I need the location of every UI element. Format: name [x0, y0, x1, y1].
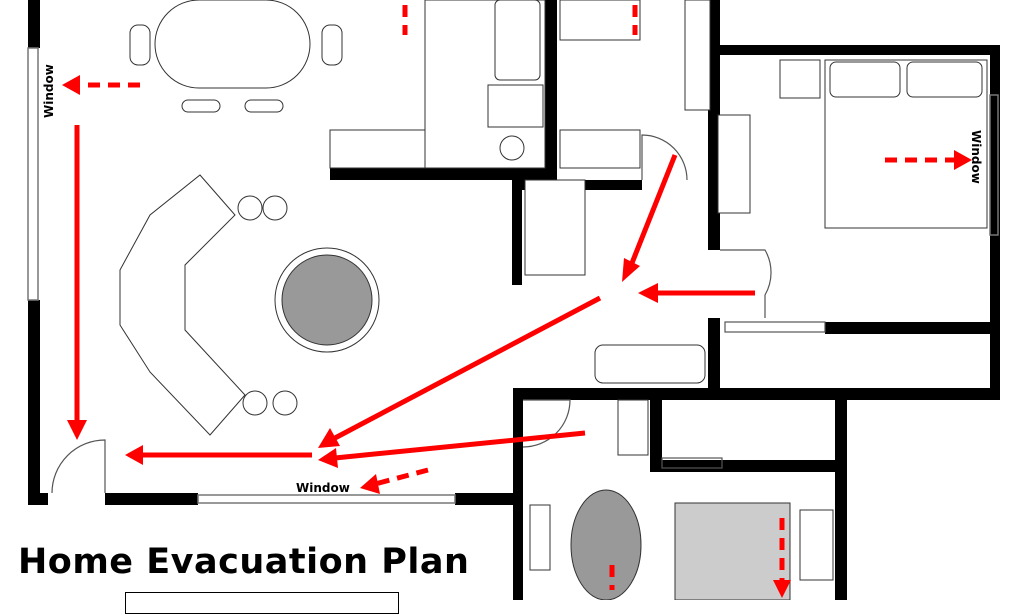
window-bottom-label: Window: [296, 481, 350, 495]
lower-door: [522, 399, 571, 448]
furniture: [119, 0, 988, 600]
lower-bed: [674, 502, 791, 600]
evacuation-routes: [74, 5, 955, 590]
route-arrowheads: [62, 75, 972, 598]
window-left: [27, 47, 39, 301]
bedroom-door: [720, 249, 772, 318]
walls: [28, 0, 1000, 600]
front-door: [51, 439, 106, 494]
windows: [27, 47, 999, 504]
doors: [51, 134, 826, 494]
window-right-label: Window: [969, 130, 983, 184]
subtitle-box: [125, 592, 399, 614]
floor-plan: Window Window Window: [27, 0, 1000, 600]
bath-door: [641, 134, 688, 181]
page-title: Home Evacuation Plan: [18, 542, 470, 582]
window-left-label: Window: [42, 64, 56, 118]
closet-door: [724, 321, 826, 333]
window-right: [989, 94, 999, 236]
closet-door-2: [661, 457, 723, 469]
dining-table: [154, 0, 311, 89]
sofa: [119, 174, 246, 436]
window-bottom: [197, 494, 456, 504]
